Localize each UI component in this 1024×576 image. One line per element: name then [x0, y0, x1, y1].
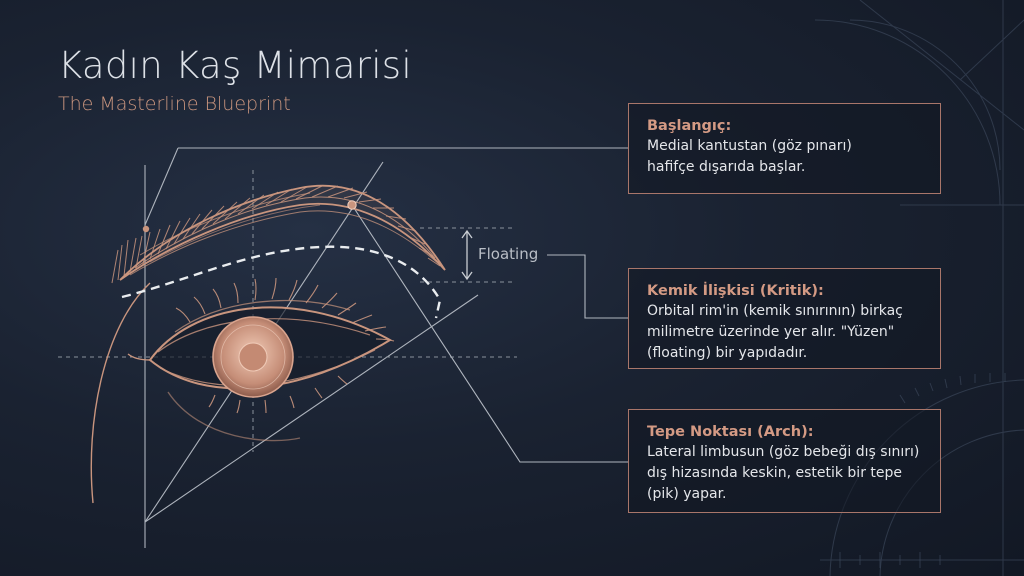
infobox-start-line-2: hafifçe dışarıda başlar. [647, 159, 806, 175]
bg-arc-top-inner [849, 19, 1001, 171]
brow-start-point [142, 225, 150, 233]
infobox-bone-relation-line-3: (floating) bir yapıdadır. [647, 345, 808, 361]
guide-connector-start [144, 147, 179, 226]
bg-arc-top [814, 19, 1001, 206]
brow-arch-peak-point [347, 200, 357, 210]
eyebrow-hair-strokes [111, 185, 441, 284]
eyebrow-shape [119, 184, 446, 281]
leader-line-arch [351, 204, 628, 463]
infobox-start: Başlangıç: Medial kantustan (göz pınarı)… [628, 103, 941, 194]
infobox-start-line-1: Medial kantustan (göz pınarı) [647, 138, 852, 154]
iris-inner-ring [220, 324, 286, 390]
infobox-bone-relation-line-2: milimetre üzerinde yer alır. "Yüzen" [647, 324, 895, 340]
infobox-arch-peak: Tepe Noktası (Arch): Lateral limbusun (g… [628, 409, 941, 513]
infobox-arch-peak-line-3: (pik) yapar. [647, 486, 727, 502]
infobox-bone-relation-title: Kemik İlişkisi (Kritik): [647, 283, 824, 299]
infobox-arch-peak-line-1: Lateral limbusun (göz bebeği dış sınırı) [647, 444, 920, 460]
infobox-bone-relation: Kemik İlişkisi (Kritik): Orbital rim'in … [628, 268, 941, 369]
leader-line-bone [547, 254, 628, 319]
pupil [238, 342, 268, 372]
floating-arrow [461, 229, 473, 281]
floating-label: Floating [478, 245, 539, 263]
bg-diagonal-line [859, 0, 1024, 131]
guide-diagonal-tail [144, 294, 479, 523]
bg-diagonal-short [959, 19, 1024, 81]
infobox-arch-peak-line-2: dış hizasında keskin, estetik bir tepe [647, 465, 903, 481]
orbital-rim-contour [90, 282, 151, 504]
page-subtitle: The Masterline Blueprint [58, 93, 291, 115]
infobox-bone-relation-line-1: Orbital rim'in (kemik sınırının) birkaç [647, 303, 903, 319]
orbital-bone-dashed-contour [121, 245, 442, 319]
eyelashes [175, 277, 395, 414]
infobox-start-title: Başlangıç: [647, 118, 732, 134]
infobox-arch-peak-title: Tepe Noktası (Arch): [647, 424, 814, 440]
page-title: Kadın Kaş Mimarisi [58, 44, 412, 87]
lower-lid-shadow [167, 391, 301, 442]
